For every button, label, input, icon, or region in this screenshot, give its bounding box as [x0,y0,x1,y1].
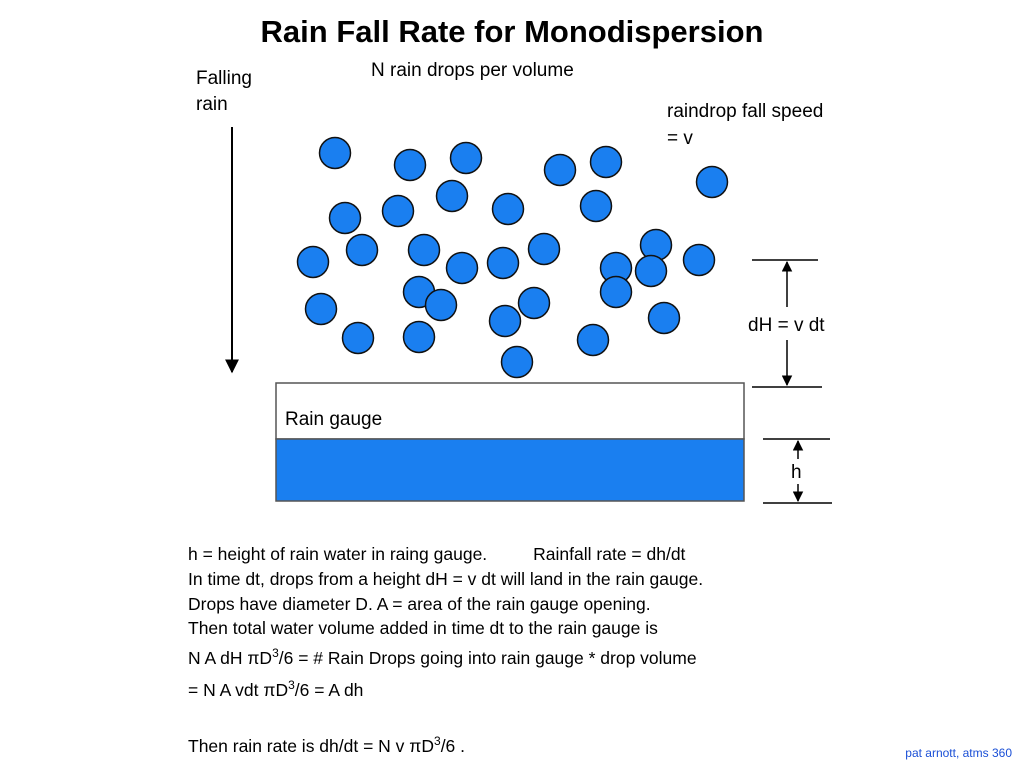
raindrop [449,141,483,175]
raindrop [435,179,469,213]
fall-speed-label-line2: = v [667,128,693,149]
raindrop [488,304,522,338]
h-definition: h = height of rain water in raing gauge. [188,544,488,564]
raindrop [517,286,551,320]
dH-label: dH = v dt [748,315,825,336]
definition-line-2: In time dt, drops from a height dH = v d… [188,569,704,589]
raindrop [328,201,362,235]
raindrop [491,192,525,226]
raindrop [345,233,379,267]
equation-1-exponent: 3 [272,646,279,661]
definition-line-1: h = height of rain water in raing gauge.… [188,543,685,565]
raindrop [500,345,534,379]
page-title: Rain Fall Rate for Monodispersion [260,14,764,49]
rain-rate-result: Then rain rate is dh/dt = N v πD3/6 . [188,735,465,757]
raindrop [381,194,415,228]
result-exponent: 3 [434,734,441,749]
equation-2-exponent: 3 [288,678,295,693]
h-label: h [791,462,802,483]
raindrop [599,275,633,309]
equation-line-1: N A dH πD3/6 = # Rain Drops going into r… [188,647,697,669]
rain-gauge-water [275,438,745,502]
rain-gauge-opening [275,382,745,440]
equation-1-pre: N A dH πD [188,648,273,668]
drop-density-label: N rain drops per volume [371,60,574,81]
raindrop [634,254,668,288]
result-post: /6 . [440,736,466,756]
raindrop [695,165,729,199]
raindrop [341,321,375,355]
equation-line-2: = N A vdt πD3/6 = A dh [188,679,363,701]
equation-2-pre: = N A vdt πD [188,680,289,700]
raindrop [393,148,427,182]
falling-rain-label-line2: rain [196,94,228,115]
raindrop [589,145,623,179]
raindrop [424,288,458,322]
fall-speed-label-line1: raindrop fall speed [667,101,824,122]
raindrop [543,153,577,187]
raindrop [407,233,441,267]
raindrop [647,301,681,335]
raindrop [527,232,561,266]
definition-line-4: Then total water volume added in time dt… [188,618,658,638]
raindrop [486,246,520,280]
raindrops-group [296,136,729,379]
result-pre: Then rain rate is dh/dt = N v πD [188,736,434,756]
raindrop [445,251,479,285]
raindrop [402,320,436,354]
raindrop [304,292,338,326]
raindrop [682,243,716,277]
raindrop [579,189,613,223]
rainfall-rate-definition: Rainfall rate = dh/dt [533,544,686,564]
equation-2-post: /6 = A dh [294,680,364,700]
rain-gauge-label: Rain gauge [285,409,383,430]
definition-line-3: Drops have diameter D. A = area of the r… [188,594,651,614]
raindrop [296,245,330,279]
author-credit: pat arnott, atms 360 [905,746,1012,760]
raindrop [318,136,352,170]
raindrop [576,323,610,357]
equation-1-post: /6 = # Rain Drops going into rain gauge … [278,648,697,668]
falling-rain-label-line1: Falling [196,68,252,89]
